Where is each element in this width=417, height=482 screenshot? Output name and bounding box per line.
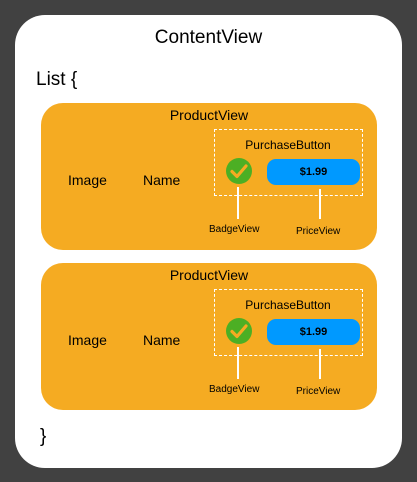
badge-connector (237, 187, 239, 219)
product-view-title: ProductView (169, 267, 249, 283)
purchase-button-box: PurchaseButton $1.99 (214, 289, 363, 356)
list-close-label: } (40, 426, 47, 447)
price-view-label: PriceView (296, 226, 341, 237)
price-button[interactable]: $1.99 (267, 319, 360, 345)
image-label: Image (68, 332, 107, 348)
list-open-label: List { (36, 69, 78, 90)
image-label: Image (68, 172, 107, 188)
name-label: Name (143, 172, 181, 188)
price-view-label: PriceView (296, 386, 341, 397)
price-connector (319, 349, 321, 379)
content-view-title: ContentView (154, 27, 263, 48)
checkmark-icon (226, 318, 252, 344)
purchase-button-title: PurchaseButton (245, 138, 331, 152)
checkmark-icon (226, 158, 252, 184)
product-view: ProductView Image Name PurchaseButton $1… (41, 263, 377, 410)
price-button[interactable]: $1.99 (267, 159, 360, 185)
name-label: Name (143, 332, 181, 348)
badge-view-label: BadgeView (209, 224, 260, 235)
purchase-button-title: PurchaseButton (245, 298, 331, 312)
price-connector (319, 189, 321, 219)
badge-connector (237, 347, 239, 379)
purchase-button-box: PurchaseButton $1.99 (214, 129, 363, 196)
product-view: ProductView Image Name PurchaseButton $1… (41, 103, 377, 250)
product-view-title: ProductView (169, 107, 249, 123)
badge-view-label: BadgeView (209, 384, 260, 395)
